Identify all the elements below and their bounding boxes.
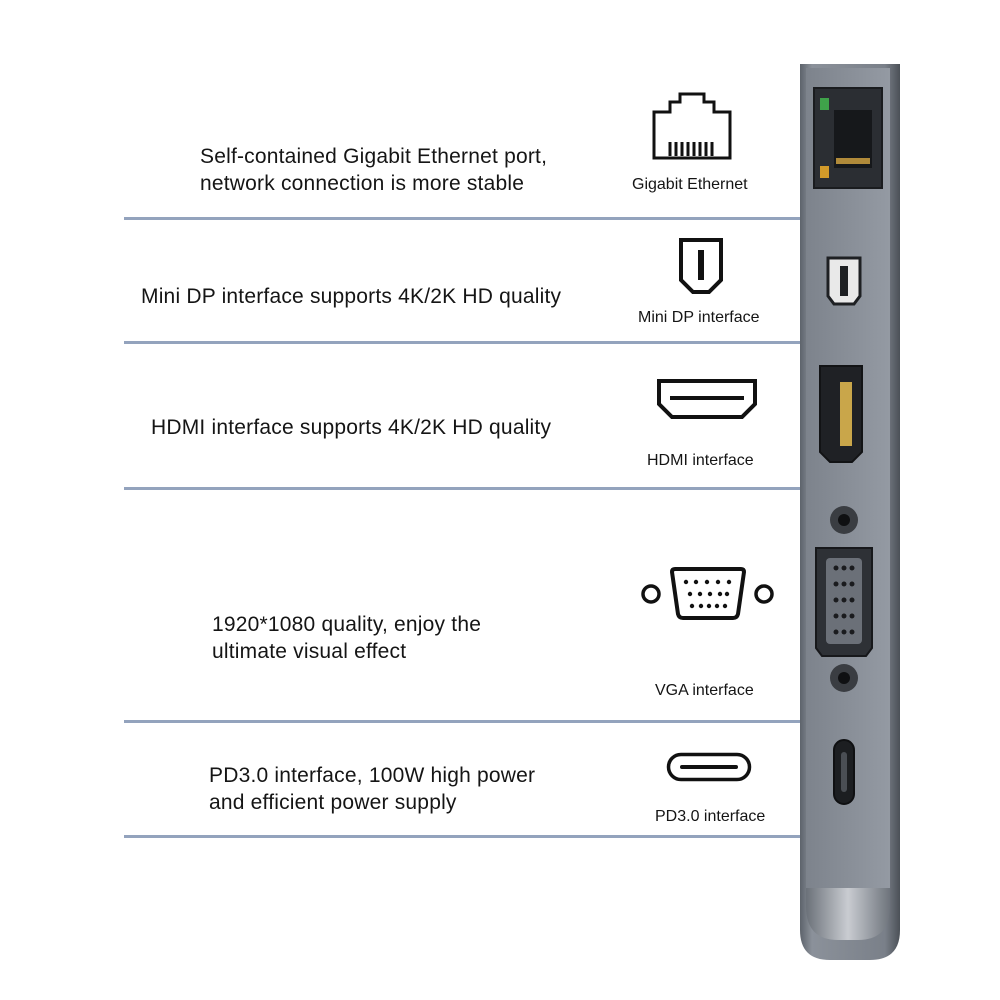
vga-label: VGA interface [655, 682, 754, 699]
ethernet-description: Self-contained Gigabit Ethernet port, ne… [200, 143, 547, 197]
usb-c-port-icon [666, 752, 752, 782]
minidp-label: Mini DP interface [638, 309, 760, 326]
device-audio-jack [830, 664, 858, 692]
divider [124, 217, 800, 220]
device-audio-jack [830, 506, 858, 534]
device-mini-dp-port [826, 256, 862, 306]
description-line: PD3.0 interface, 100W high power [209, 764, 536, 787]
description-line: network connection is more stable [200, 172, 525, 195]
minidp-description: Mini DP interface supports 4K/2K HD qual… [141, 283, 561, 310]
description-line: Self-contained Gigabit Ethernet port, [200, 145, 548, 168]
hdmi-description: HDMI interface supports 4K/2K HD quality [151, 414, 551, 441]
description-line: and efficient power supply [209, 791, 457, 814]
description-line: Mini DP interface supports 4K/2K HD qual… [141, 285, 562, 308]
divider [124, 487, 800, 490]
divider [124, 720, 800, 723]
device-hdmi-port [819, 365, 863, 463]
device-ethernet-port [813, 87, 883, 189]
ethernet-port-icon [652, 92, 732, 160]
description-line: 1920*1080 quality, enjoy the [212, 613, 482, 636]
divider [124, 835, 800, 838]
pd-description: PD3.0 interface, 100W high power and eff… [209, 762, 535, 816]
ethernet-label: Gigabit Ethernet [632, 176, 748, 193]
description-line: ultimate visual effect [212, 640, 407, 663]
hdmi-port-icon [657, 379, 757, 419]
device-usb-c-port [833, 739, 855, 805]
pd-label: PD3.0 interface [655, 808, 766, 825]
usb-hub-device [800, 64, 900, 960]
hdmi-label: HDMI interface [647, 452, 754, 469]
device-vga-port [815, 547, 873, 657]
vga-port-icon [641, 567, 774, 620]
description-line: HDMI interface supports 4K/2K HD quality [151, 416, 552, 439]
vga-description: 1920*1080 quality, enjoy the ultimate vi… [212, 611, 481, 665]
mini-dp-port-icon [679, 238, 723, 294]
divider [124, 341, 800, 344]
